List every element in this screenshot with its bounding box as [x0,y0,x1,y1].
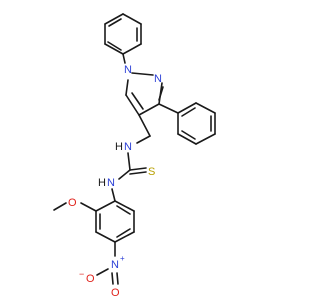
nitrophenyl-ring [95,200,135,243]
atom-h-bottom: H [98,177,106,189]
atom-nh-bottom: N [107,177,115,189]
bond-pyrazole-c-phenyl [158,103,179,114]
atom-nh-top: N [124,141,132,153]
bond-c-s-double-a [129,167,147,171]
bond-nitro-o2-b [116,272,119,285]
atom-n1-pyrazole: N [124,64,132,76]
molecule-canvas: N N H N S H N O N + O − O [53,13,216,299]
pyrazole-ring [125,72,164,116]
n-phenyl-ring [104,13,142,55]
atom-o-nitro-2: O [111,287,120,299]
atom-h-top: H [115,141,123,153]
bond-c-s-double-b [129,171,147,175]
atom-o-nitro-1: O [86,273,95,285]
structure-drawing: N N H N S H N O N + O − O [53,13,216,299]
bond-phenyl-n1 [122,53,126,64]
bond-o-methyl [53,202,67,211]
nitro-n-charge: + [120,254,125,263]
atom-s-thiocarbonyl: S [148,166,155,178]
bond-pyrazole-ch2 [138,114,151,137]
bond-ring-o-methoxy [80,202,97,212]
bond-ch2-nh [136,135,151,144]
bond-c-nh [118,169,131,180]
bond-nitro-o2-a [111,272,114,285]
nitro-o1-charge: − [79,269,84,279]
atom-n2-pyrazole: N [154,73,162,85]
atom-n-nitro: N [111,259,119,271]
bond-nitro-o1 [96,268,109,276]
bond-nh-c [127,152,131,171]
bond-nh-aryl [111,188,116,202]
c-phenyl-ring [177,102,216,145]
atom-o-methoxy: O [68,197,77,209]
